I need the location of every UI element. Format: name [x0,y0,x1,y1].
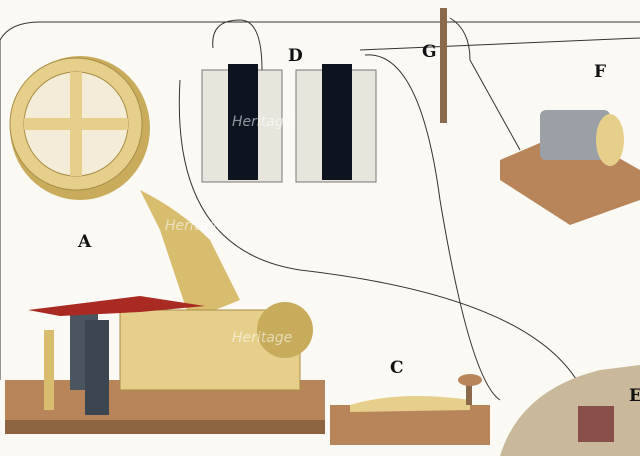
telegraph-pole [440,8,447,123]
watermark: Heritage [165,218,226,234]
label-e: E [629,386,640,406]
ground-plate [578,406,614,442]
wire-to-c [364,54,501,401]
label-a: A [78,232,92,252]
label-f: F [594,62,607,82]
label-d: D [288,46,303,66]
watermark: Heritage [232,114,293,130]
watermark: Heritage [232,330,293,346]
red-lever [28,296,205,316]
battery-cells [201,64,377,183]
wire-to-e [178,79,591,411]
label-c: C [390,358,404,378]
wire-top [0,21,640,41]
paper-reel [9,56,240,320]
label-g: G [422,42,437,62]
ground-earth [500,365,640,456]
telegraph-key [350,396,470,412]
